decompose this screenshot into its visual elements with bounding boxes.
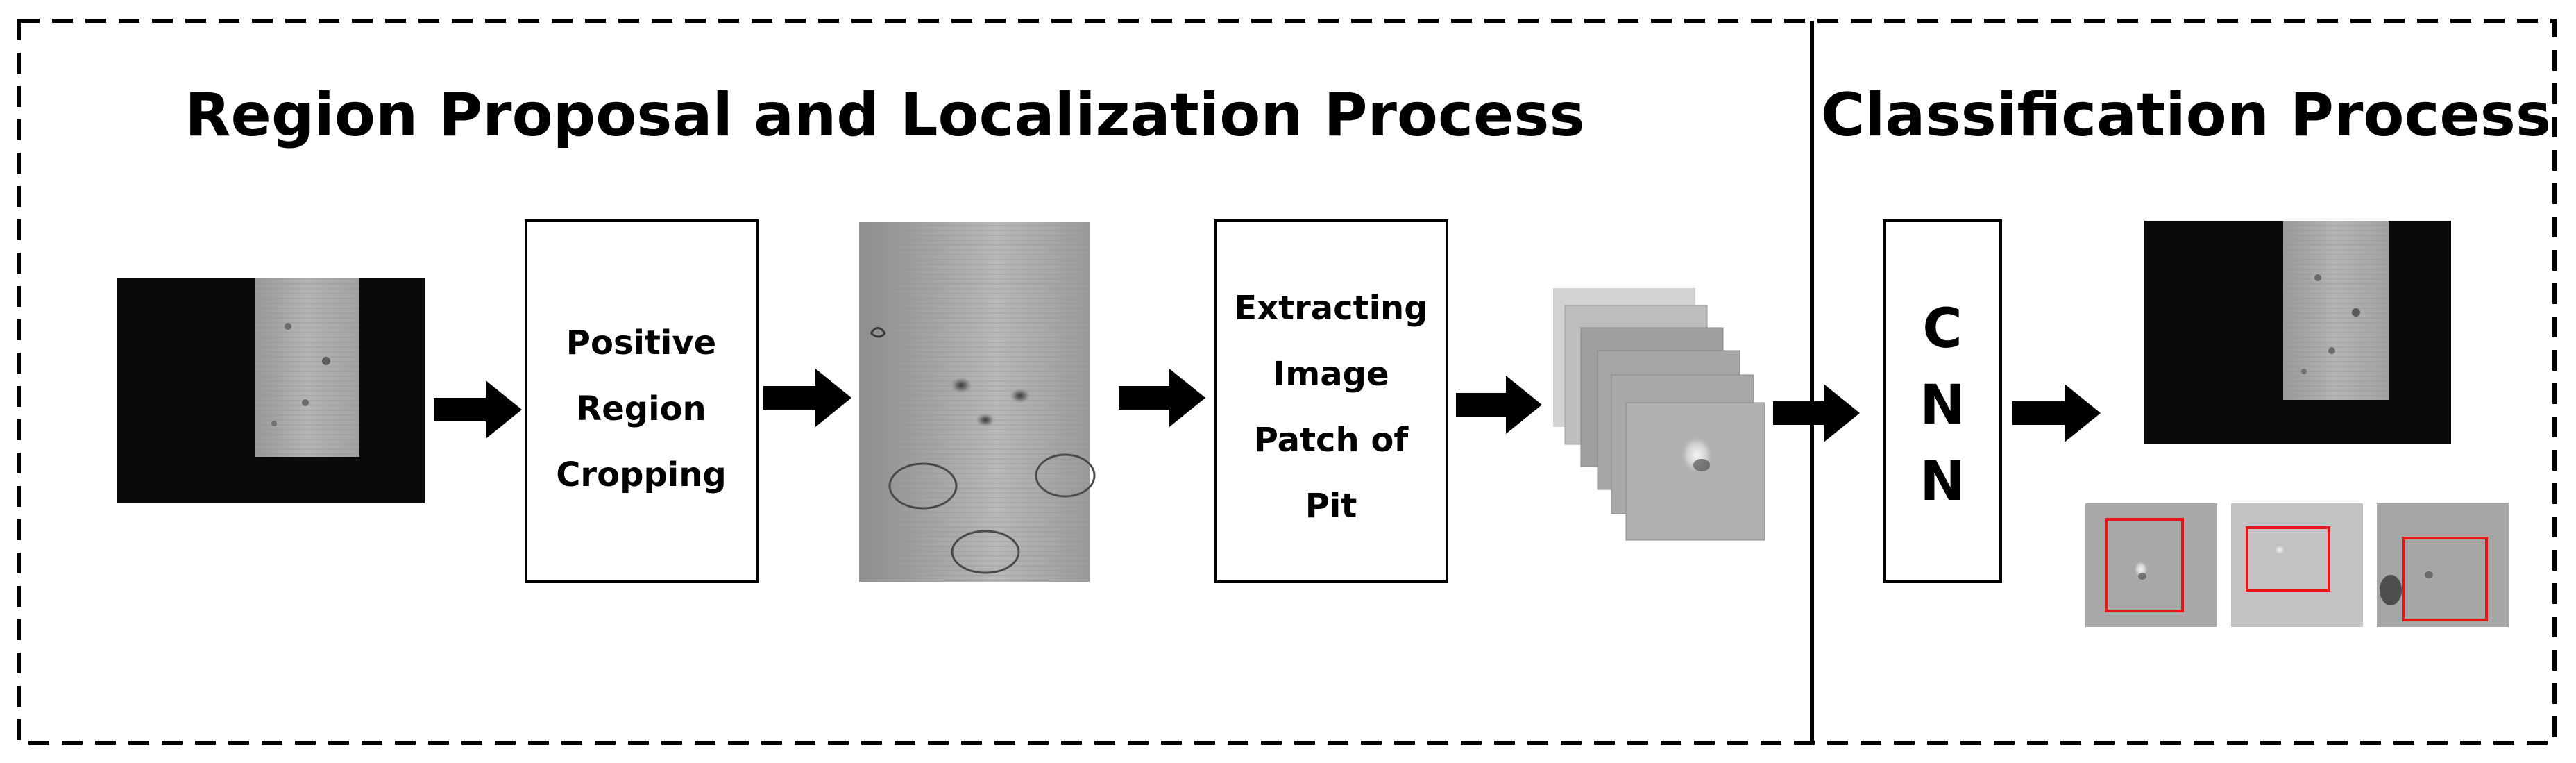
detection-box-2 [2246,526,2330,592]
right-section-title: Classification Process [1821,81,2551,150]
cropping-label-line-1: Positive [566,324,716,362]
extracting-label-line-1: Extracting [1234,289,1427,328]
outer-dashed-frame [17,19,2557,745]
detected-pit-patch-3 [2377,503,2509,627]
arrow-right-icon [1119,369,1205,427]
extracting-label-line-2: Image [1273,355,1389,394]
extracting-label-line-3: Patch of [1254,421,1409,460]
arrow-right-icon [1773,384,1860,442]
detected-pit-patch-1 [2085,503,2217,627]
arrow-right-icon [1456,376,1542,434]
arrow-right-icon [434,380,522,439]
cropping-label-line-3: Cropping [556,455,727,494]
positive-region-cropping-box [525,219,759,583]
cropping-label-line-2: Region [576,389,706,428]
cnn-box [1883,219,2002,583]
image-patch-stack [1553,288,1765,541]
cnn-letter-2: N [1920,374,1965,437]
detection-box-3 [2402,537,2488,621]
arrow-right-icon [2012,384,2101,442]
cropped-region-image [859,222,1096,582]
extracting-label-line-4: Pit [1305,487,1357,526]
arrow-right-icon [763,369,851,427]
cnn-letter-1: C [1922,298,1962,360]
detected-pit-patch-2 [2231,503,2363,627]
detection-box-1 [2105,518,2184,612]
output-specimen-image [2144,221,2451,444]
input-specimen-image [117,278,425,503]
cnn-letter-3: N [1920,451,1965,513]
extracting-image-patch-box [1214,219,1448,583]
left-section-title: Region Proposal and Localization Process [185,81,1584,150]
